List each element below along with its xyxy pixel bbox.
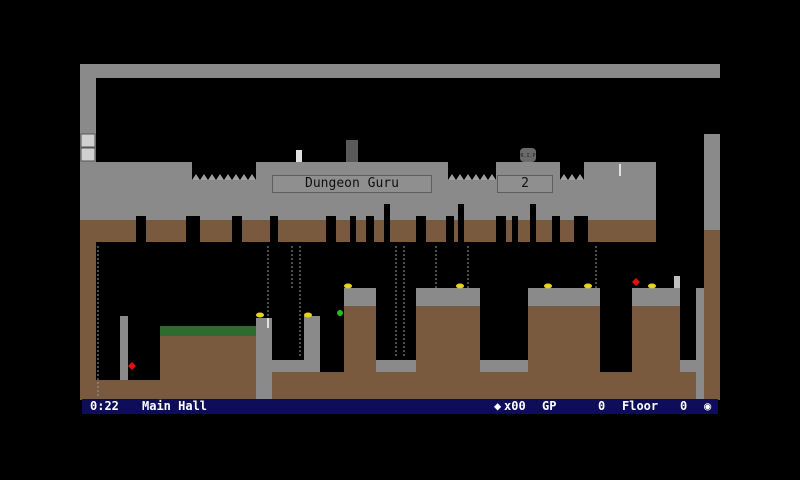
platform-mid-2: [416, 288, 480, 306]
floor-value: 0: [680, 399, 688, 413]
sign-dungeon-guru: Dungeon Guru: [272, 175, 432, 193]
upper-platform-gap2: [448, 180, 496, 220]
dirt-gaps: [136, 204, 588, 246]
spikes-upper: [192, 174, 584, 180]
lower-step-3: [480, 360, 528, 372]
skeleton-icon: [296, 150, 302, 162]
dungeon-guru-npc[interactable]: [346, 140, 358, 162]
ceiling-wall: [80, 64, 720, 78]
timer: 0:22: [90, 399, 119, 413]
lower-step-4: [680, 360, 696, 372]
lower-dirt-floor: [272, 372, 696, 400]
upper-platform-gap3: [560, 180, 584, 220]
gp-value: 0: [598, 399, 606, 413]
gem-icon: ◆: [494, 399, 502, 413]
gold-pieces[interactable]: [256, 283, 656, 318]
skeleton-icon: [674, 276, 680, 288]
upper-platform-gap1: [192, 180, 256, 220]
stone-pillar-right: [696, 288, 704, 400]
status-bar: 0:22 Main Hall ◆ x00 GP 0 Floor 0 ◉: [82, 399, 718, 414]
right-wall: [704, 134, 720, 234]
gem-count: x00: [504, 399, 526, 413]
sign-number: 2: [497, 175, 553, 193]
door-upper[interactable]: [80, 133, 96, 148]
upper-platform-left: [80, 162, 192, 220]
red-gem-icon[interactable]: [128, 362, 136, 370]
grass-dirt-block: [160, 336, 256, 400]
location-name: Main Hall: [142, 399, 208, 413]
stone-pillar-1: [256, 318, 272, 400]
stone-pillar-left: [120, 316, 128, 386]
door-lower[interactable]: [80, 147, 96, 162]
platform-mid-1: [344, 288, 376, 306]
tombstone-text: R.I.P: [520, 153, 535, 159]
platform-mid-4: [632, 288, 680, 306]
lower-dirt-left: [96, 380, 160, 400]
menu-icon[interactable]: ◉: [704, 399, 712, 413]
left-dirt-wall: [80, 242, 96, 400]
platform-mid-3: [528, 288, 600, 306]
red-gem-icon[interactable]: [632, 278, 640, 286]
tombstone: [520, 148, 536, 162]
gp-label: GP: [542, 399, 557, 413]
green-potion-icon[interactable]: [337, 310, 343, 316]
floor-label: Floor: [622, 399, 659, 413]
grass-ledge: [160, 326, 256, 336]
ropes: [97, 246, 597, 396]
right-dirt-wall: [704, 230, 720, 400]
lower-step-1: [272, 360, 304, 372]
lower-step-2: [376, 360, 416, 372]
